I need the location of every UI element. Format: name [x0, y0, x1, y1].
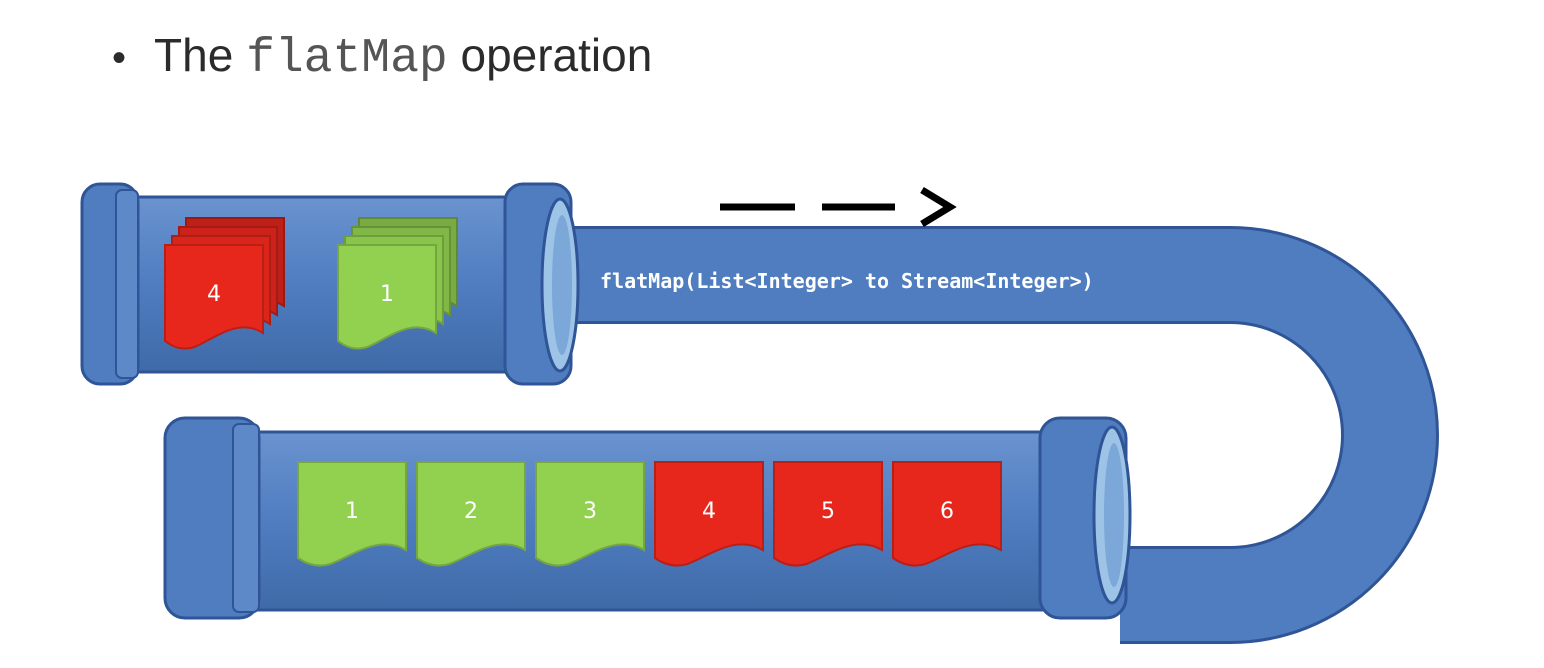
connector-pipe-inner — [560, 229, 1436, 641]
bullet: • — [112, 36, 127, 80]
output-card-label: 6 — [940, 499, 954, 524]
output-card: 4 — [654, 461, 764, 567]
output-card-label: 2 — [464, 499, 478, 524]
title-prefix: The — [154, 29, 247, 81]
title-suffix: operation — [447, 29, 653, 81]
output-card-label: 1 — [345, 499, 359, 524]
direction-arrow — [720, 187, 957, 227]
bottom-tube-right-cap — [1038, 416, 1132, 620]
output-card: 5 — [773, 461, 883, 567]
input-stack-card-label: 4 — [207, 282, 221, 307]
output-card-label: 4 — [702, 499, 716, 524]
input-stack-card: 4 — [164, 244, 264, 350]
input-stack-card: 1 — [337, 244, 437, 350]
slide-title: • The flatMap operation — [112, 28, 652, 86]
top-tube-right-cap — [503, 182, 580, 386]
output-card: 3 — [535, 461, 645, 567]
input-stack: 1 — [337, 217, 458, 350]
input-stack-card-label: 1 — [380, 282, 394, 307]
output-card-label: 5 — [821, 499, 835, 524]
output-card-label: 3 — [583, 499, 597, 524]
output-card: 2 — [416, 461, 526, 567]
output-card: 6 — [892, 461, 1002, 567]
bottom-tube-left-cap — [163, 416, 261, 620]
input-stack: 4 — [164, 217, 285, 350]
title-code: flatMap — [246, 32, 448, 86]
output-cards: 1 2 3 4 5 6 — [297, 461, 1002, 567]
pipe-label: flatMap(List<Integer> to Stream<Integer>… — [600, 269, 1094, 293]
output-card: 1 — [297, 461, 407, 567]
top-tube-left-cap — [80, 182, 140, 386]
